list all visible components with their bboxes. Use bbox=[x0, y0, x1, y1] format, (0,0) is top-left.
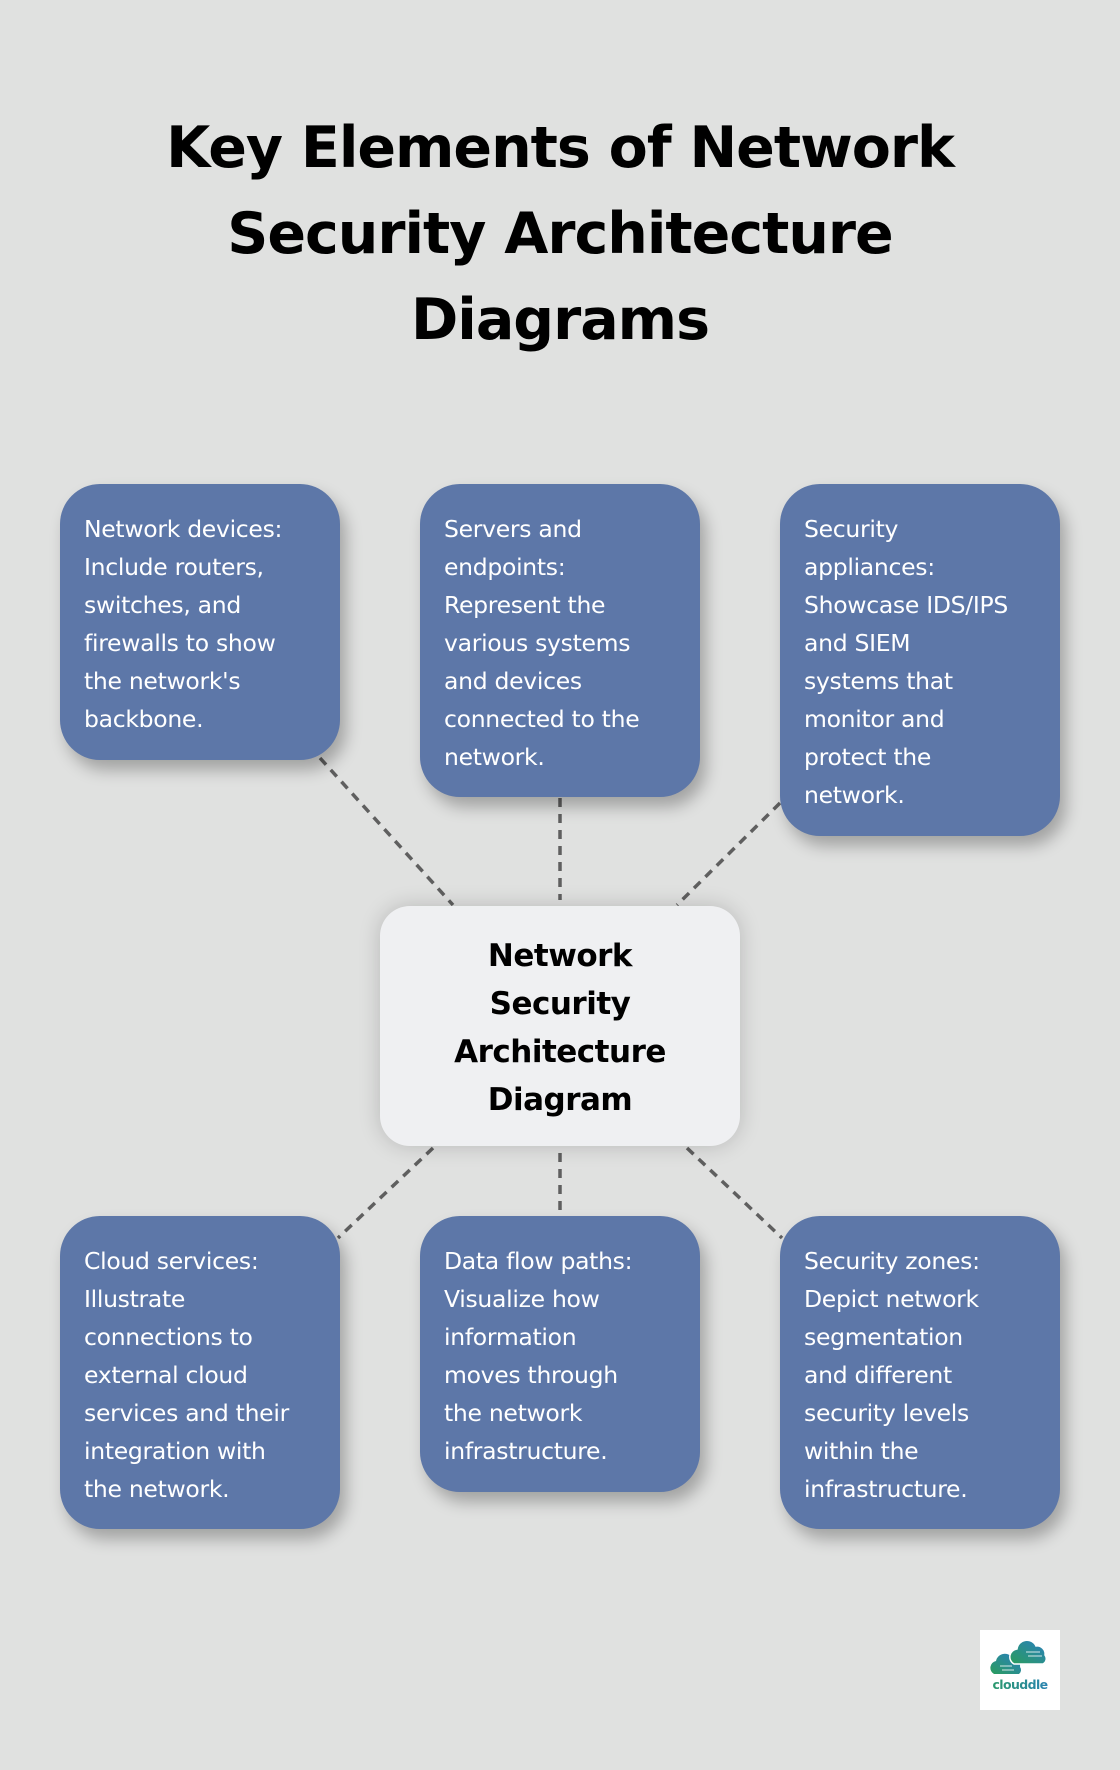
connector-network-devices bbox=[318, 756, 455, 907]
card-text-line: infrastructure. bbox=[804, 1475, 968, 1503]
connector-security-zones bbox=[685, 1146, 784, 1240]
center-node-line: Network bbox=[487, 938, 633, 974]
card-text-line: connections to bbox=[84, 1323, 253, 1351]
card-text-line: various systems bbox=[444, 629, 631, 657]
card-text-line: backbone. bbox=[84, 705, 204, 733]
card-text-line: information bbox=[444, 1323, 577, 1351]
card-network-devices: Network devices: Include routers, switch… bbox=[60, 484, 340, 760]
card-text-line: appliances: bbox=[804, 553, 935, 581]
card-text-line: monitor and bbox=[804, 705, 945, 733]
card-text-line: Network devices: bbox=[84, 515, 283, 543]
card-text-line: firewalls to show bbox=[84, 629, 276, 657]
center-node: Network Security Architecture Diagram bbox=[380, 906, 740, 1146]
page-title: Key Elements of Network Security Archite… bbox=[0, 105, 1120, 363]
card-text-line: protect the bbox=[804, 743, 931, 771]
clouddle-logo: clouddle bbox=[980, 1630, 1060, 1710]
card-text-line: Include routers, bbox=[84, 553, 264, 581]
center-node-line: Architecture bbox=[454, 1034, 666, 1070]
card-text-line: Illustrate bbox=[84, 1285, 186, 1313]
card-text-line: Represent the bbox=[444, 591, 606, 619]
card-text-line: Servers and bbox=[444, 515, 582, 543]
card-text-line: Showcase IDS/IPS bbox=[804, 591, 1008, 619]
card-text-line: integration with bbox=[84, 1437, 266, 1465]
card-text-line: Depict network bbox=[804, 1285, 979, 1313]
title-line: Diagrams bbox=[410, 287, 710, 353]
card-text-line: the network bbox=[444, 1399, 583, 1427]
card-text-line: network. bbox=[444, 743, 545, 771]
card-security-zones: Security zones: Depict network segmentat… bbox=[780, 1216, 1060, 1529]
center-node-line: Security bbox=[489, 986, 631, 1022]
title-line: Key Elements of Network bbox=[166, 115, 955, 181]
cloud-icon bbox=[990, 1639, 1047, 1674]
card-text-line: Data flow paths: bbox=[444, 1247, 633, 1275]
card-text-line: systems that bbox=[804, 667, 953, 695]
card-text-line: endpoints: bbox=[444, 553, 566, 581]
card-text-line: connected to the bbox=[444, 705, 640, 733]
card-text-line: and devices bbox=[444, 667, 582, 695]
card-text-line: switches, and bbox=[84, 591, 241, 619]
title-line: Security Architecture bbox=[227, 201, 893, 267]
card-text-line: network. bbox=[804, 781, 905, 809]
card-text-line: within the bbox=[804, 1437, 919, 1465]
card-data-flow-paths: Data flow paths: Visualize how informati… bbox=[420, 1216, 700, 1492]
card-text-line: Security zones: bbox=[804, 1247, 980, 1275]
card-text-line: infrastructure. bbox=[444, 1437, 608, 1465]
card-text-line: external cloud bbox=[84, 1361, 248, 1389]
card-text-line: the network. bbox=[84, 1475, 230, 1503]
card-servers-endpoints: Servers and endpoints: Represent the var… bbox=[420, 484, 700, 797]
center-node-line: Diagram bbox=[487, 1082, 633, 1118]
card-text-line: Visualize how bbox=[444, 1285, 600, 1313]
card-cloud-services: Cloud services: Illustrate connections t… bbox=[60, 1216, 340, 1529]
card-text-line: segmentation bbox=[804, 1323, 963, 1351]
card-text-line: Cloud services: bbox=[84, 1247, 259, 1275]
card-text-line: the network's bbox=[84, 667, 241, 695]
card-text-line: and different bbox=[804, 1361, 952, 1389]
card-text-line: services and their bbox=[84, 1399, 289, 1427]
card-text-line: Security bbox=[804, 515, 899, 543]
connector-cloud-services bbox=[336, 1146, 435, 1240]
card-text-line: and SIEM bbox=[804, 629, 911, 657]
connector-security-appliances bbox=[675, 801, 782, 907]
logo-wordmark: clouddle bbox=[980, 1677, 1060, 1692]
card-text-line: moves through bbox=[444, 1361, 618, 1389]
card-text-line: security levels bbox=[804, 1399, 969, 1427]
card-security-appliances: Security appliances: Showcase IDS/IPS an… bbox=[780, 484, 1060, 836]
